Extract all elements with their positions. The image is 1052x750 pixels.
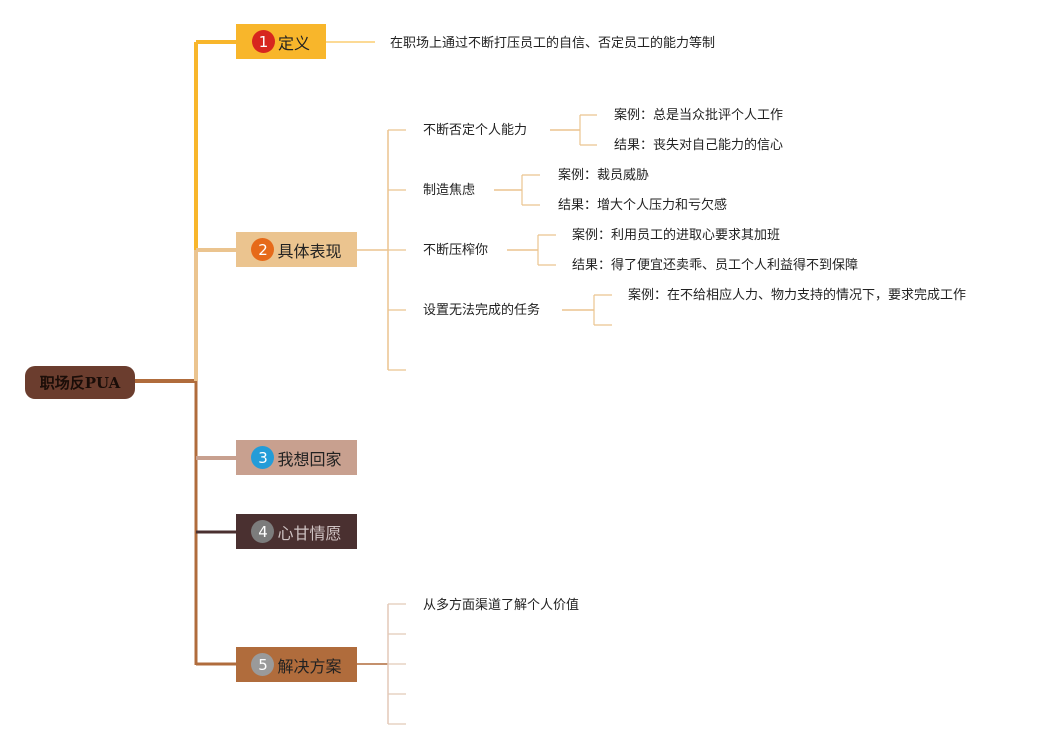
manifestation-label[interactable]: 不断否定个人能力 (423, 123, 528, 138)
manifestation-label[interactable]: 制造焦虑 (423, 183, 476, 198)
manifestation-case[interactable]: 案例：总是当众批评个人工作 (614, 108, 784, 123)
manifestation-result[interactable]: 结果：丧失对自己能力的信心 (614, 138, 784, 153)
branch-want-to-go-home[interactable]: 3 我想回家 (236, 440, 357, 475)
branch-label: 定义 (277, 33, 310, 53)
root-node[interactable]: 职场反PUA (25, 366, 135, 399)
manifestation-label[interactable]: 不断压榨你 (423, 243, 489, 258)
solution-item[interactable]: 从多方面渠道了解个人价值 (423, 598, 580, 613)
manifestation-label[interactable]: 设置无法完成的任务 (423, 303, 541, 318)
branch-solutions[interactable]: 5 解决方案 (236, 647, 357, 682)
manifestation-case[interactable]: 案例：在不给相应人力、物力支持的情况下，要求完成工作 (628, 288, 967, 303)
number-badge: 2 (251, 238, 275, 261)
branch-manifestations[interactable]: 2 具体表现 (236, 232, 357, 267)
branch-definition[interactable]: 1 定义 (236, 24, 326, 59)
manifestation-result[interactable]: 结果：得了便宜还卖乖、员工个人利益得不到保障 (572, 258, 859, 273)
number-badge: 1 (251, 30, 275, 53)
root-label: 职场反PUA (39, 374, 121, 392)
number-badge: 5 (251, 653, 275, 676)
manifestation-case[interactable]: 案例：利用员工的进取心要求其加班 (572, 228, 781, 243)
definition-text[interactable]: 在职场上通过不断打压员工的自信、否定员工的能力等制 (390, 36, 716, 51)
number-badge: 3 (251, 446, 275, 469)
number-badge: 4 (251, 520, 275, 543)
branch-label: 解决方案 (277, 656, 342, 676)
branch-label: 心甘情愿 (277, 523, 342, 543)
manifestation-result[interactable]: 结果：增大个人压力和亏欠感 (558, 198, 728, 213)
branch-willingly[interactable]: 4 心甘情愿 (236, 514, 357, 549)
branch-label: 具体表现 (277, 241, 342, 261)
manifestation-case[interactable]: 案例：裁员威胁 (558, 168, 650, 183)
branch-label: 我想回家 (277, 449, 342, 469)
